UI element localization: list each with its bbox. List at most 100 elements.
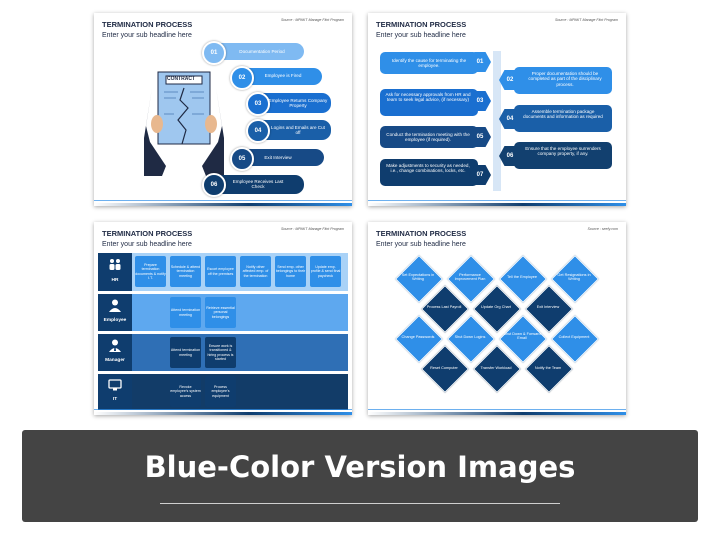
step-text-3: Employee Returns Company Property [268, 98, 328, 109]
lane-task: Send emp. other belongings to their home [275, 256, 306, 287]
diamond-text: Performance Improvement Plan [454, 273, 486, 282]
swimlane-it: IT Revoke employee's system access Proce… [98, 374, 348, 410]
step-text-1: Documentation Period [239, 49, 285, 54]
slide-source: Source : MPAKT Manage Flint Program [280, 227, 344, 231]
swimlane-manager: Manager Attend termination meeting Ensur… [98, 334, 348, 371]
lane-task: Escort employee off the premises [205, 256, 236, 287]
lane-header: Manager [98, 334, 132, 371]
banner: Blue-Color Version Images [22, 430, 698, 522]
lane-task: Update emp. profile & send final paychec… [310, 256, 341, 287]
diamond-text: Shut Down Logins [454, 335, 486, 339]
step-text-5: Conduct the termination meeting with the… [386, 132, 470, 143]
slide-source: Source : seefy.com [587, 227, 619, 231]
diamond-text: Tell the Employee [507, 275, 537, 279]
contract-label: CONTRACT [167, 76, 196, 82]
slide-footer-line [94, 200, 352, 201]
step-text-1: Identify the cause for terminating the e… [391, 58, 467, 69]
diamond-text: Exit Interview [536, 305, 560, 309]
slide-footer-bar [94, 203, 352, 206]
step-number-1: 01 [202, 41, 226, 65]
step-number-1: 01 [469, 52, 491, 72]
slide-title: TERMINATION PROCESS [376, 229, 467, 238]
slide-source: Source : MPAKT Manage Flint Program [554, 18, 618, 22]
lane-label: Manager [105, 358, 125, 363]
lane-task: Prepare termination documents & notify I… [135, 256, 166, 287]
step-text-6: Ensure that the employee surrenders comp… [525, 146, 601, 157]
step-box-7 [380, 159, 478, 186]
step-number-6: 06 [202, 173, 226, 197]
lane-task: Schedule & attend termination meeting [170, 256, 201, 287]
slide-footer-line [94, 409, 352, 410]
lane-label: IT [112, 397, 118, 402]
diamond-text: Transfer Workload [480, 366, 512, 370]
slide-title: TERMINATION PROCESS [102, 229, 193, 238]
lane-header: HR [98, 253, 132, 291]
step-number-4: 04 [246, 119, 270, 143]
slide-subtitle: Enter your sub headline here [376, 241, 466, 248]
lane-task: Attend termination meeting [170, 337, 201, 368]
step-bar-2 [234, 68, 322, 85]
step-text-6: Employee Receives Last Check [232, 179, 284, 190]
lane-label: HR [111, 278, 119, 283]
diamond-text: Update Org Chart [481, 305, 511, 309]
slide-subtitle: Enter your sub headline here [102, 241, 192, 248]
banner-divider [160, 503, 560, 504]
diamond-text: Reset Computer [430, 366, 458, 370]
step-box-6 [514, 142, 612, 169]
step-number-7: 07 [469, 165, 491, 185]
diamond-text: Get Resignations in Writing [557, 273, 591, 282]
manager-icon [109, 339, 121, 352]
lane-task: Ensure work is transitioned & hiring pro… [205, 337, 236, 368]
step-text-3: Ask for necessary approvals from HR and … [385, 92, 471, 103]
lane-label: Employee [103, 318, 127, 323]
step-box-3 [380, 89, 478, 116]
contract-illustration [144, 71, 224, 176]
slide-footer-line [368, 409, 626, 410]
slide-thumbnail-4[interactable]: TERMINATION PROCESS Source : seefy.com E… [368, 222, 626, 415]
diamond-text: Change Passwords [401, 335, 435, 339]
swimlane-employee: Employee Attend termination meeting Retr… [98, 294, 348, 331]
step-box-4 [514, 105, 612, 132]
center-spine [493, 51, 501, 191]
diamond-text: Shut Down & Forward Email [503, 332, 541, 341]
slide-footer-bar [368, 412, 626, 415]
slide-thumbnail-1[interactable]: TERMINATION PROCESS Source : MPAKT Manag… [94, 13, 352, 206]
lane-task: Attend termination meeting [170, 297, 201, 328]
step-text-4: Logins and Emails are Cut off [271, 125, 325, 136]
diamond-text: Collect Equipment [558, 335, 590, 339]
step-bar-5 [234, 149, 324, 166]
slide-title: TERMINATION PROCESS [102, 20, 193, 29]
step-box-5 [380, 126, 478, 148]
computer-icon [108, 379, 122, 391]
people-icon [109, 259, 121, 270]
slide-subtitle: Enter your sub headline here [102, 32, 192, 39]
banner-title: Blue-Color Version Images [144, 450, 576, 484]
slide-footer-bar [368, 203, 626, 206]
step-text-5: Exit Interview [264, 155, 292, 160]
step-number-2: 02 [230, 66, 254, 90]
step-bar-1 [212, 43, 304, 60]
step-number-3: 03 [246, 92, 270, 116]
step-bar-3 [249, 93, 331, 113]
slide-thumbnail-3[interactable]: TERMINATION PROCESS Source : MPAKT Manag… [94, 222, 352, 415]
slide-footer-line [368, 200, 626, 201]
slide-thumbnail-2[interactable]: TERMINATION PROCESS Source : MPAKT Manag… [368, 13, 626, 206]
step-text-2: Employee is Fired [264, 73, 302, 78]
person-icon [109, 299, 121, 312]
step-box-2 [514, 67, 612, 94]
swimlane-hr: HR Prepare termination documents & notif… [98, 253, 348, 291]
diamond-text: Set Expectations in Writing [401, 273, 435, 282]
slide-source: Source : MPAKT Manage Flint Program [280, 18, 344, 22]
step-bar-4 [249, 120, 331, 140]
step-box-1 [380, 52, 478, 74]
diamond-text: Process Last Payroll [426, 305, 462, 309]
step-number-3: 03 [469, 91, 491, 111]
lane-header: IT [98, 374, 132, 410]
lane-task: Revoke employee's system access [170, 376, 201, 407]
slide-footer-bar [94, 412, 352, 415]
slide-subtitle: Enter your sub headline here [376, 32, 466, 39]
lane-task: Retrieve essential personal belongings [205, 297, 236, 328]
step-text-2: Proper documentation should be completed… [528, 71, 602, 87]
step-number-5: 05 [469, 127, 491, 147]
diamond-text: Notify the Team [534, 366, 562, 370]
